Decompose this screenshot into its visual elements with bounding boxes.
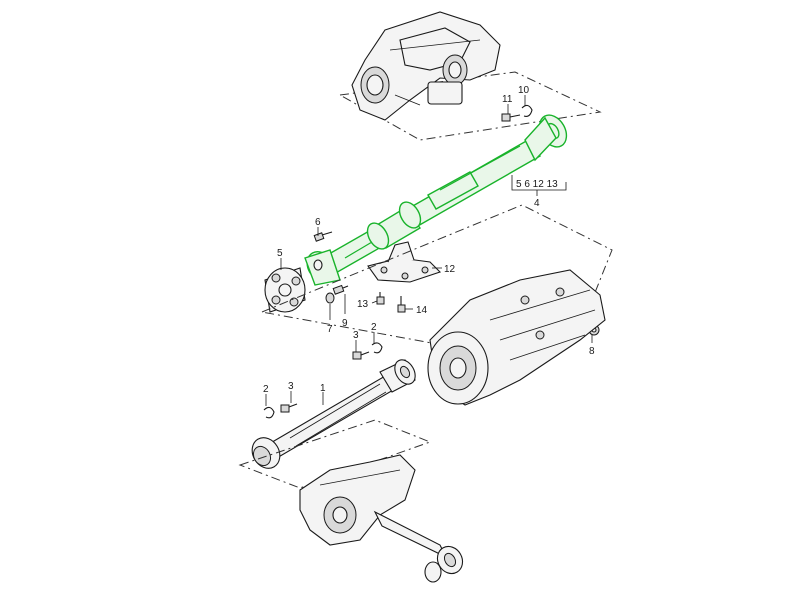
callout-3-lower: 3 bbox=[288, 381, 294, 392]
callout-12: 12 bbox=[444, 264, 456, 275]
hardware bbox=[263, 104, 600, 419]
callout-7: 7 bbox=[327, 324, 333, 335]
callout-4: 4 bbox=[534, 198, 540, 209]
callout-3-upper: 3 bbox=[353, 330, 359, 341]
front-propeller-shaft bbox=[251, 359, 416, 469]
callout-1: 1 bbox=[320, 383, 326, 394]
callout-9: 9 bbox=[342, 318, 348, 329]
flex-coupling bbox=[264, 267, 306, 313]
callout-13: 13 bbox=[357, 299, 369, 310]
callout-5: 5 bbox=[277, 248, 283, 259]
callout-6: 6 bbox=[315, 217, 321, 228]
leader-lines bbox=[265, 95, 593, 406]
callout-2-upper: 2 bbox=[371, 322, 377, 333]
rear-differential bbox=[338, 11, 602, 141]
callout-14: 14 bbox=[416, 305, 428, 316]
callout-group-label: 5 6 12 13 bbox=[516, 179, 558, 190]
propeller-shaft bbox=[304, 114, 568, 286]
center-bearing-bracket bbox=[367, 241, 442, 283]
callout-8: 8 bbox=[589, 346, 595, 357]
front-differential bbox=[238, 419, 464, 583]
callout-10: 10 bbox=[518, 85, 530, 96]
callout-2-lower: 2 bbox=[263, 384, 269, 395]
callout-11: 11 bbox=[502, 94, 513, 105]
callout-labels: 1 2 2 3 3 4 5 6 7 8 9 10 11 12 13 14 5 6… bbox=[263, 85, 595, 395]
gearbox bbox=[260, 204, 613, 406]
